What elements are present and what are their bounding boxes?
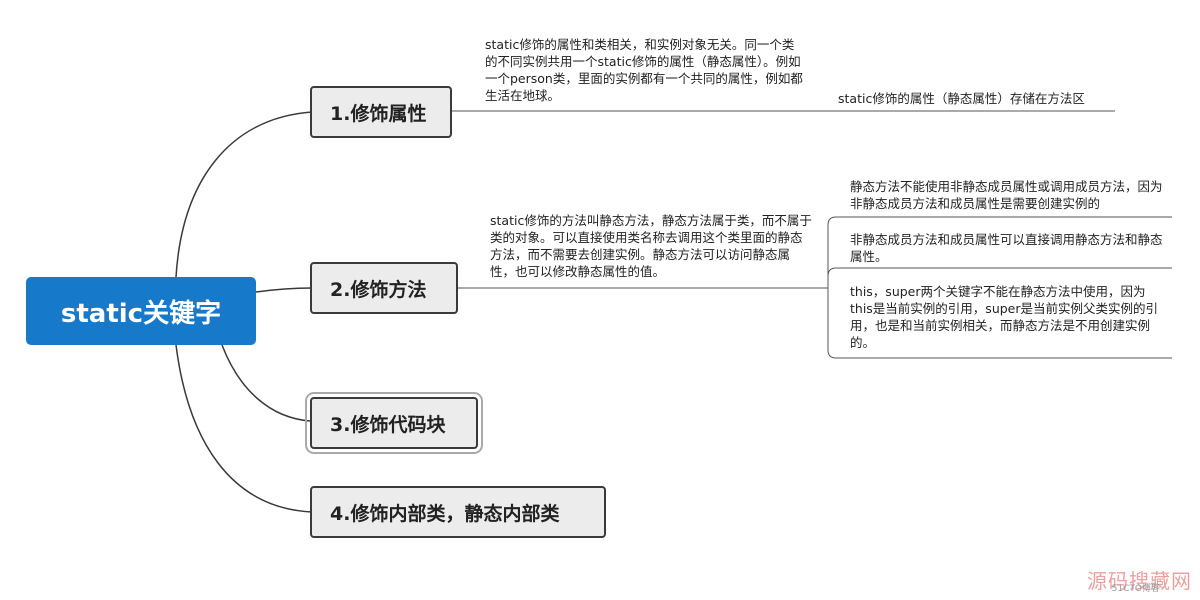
topic-label: 4.修饰内部类，静态内部类: [330, 502, 560, 525]
connector-root-topic2: [255, 287, 313, 293]
root-node[interactable]: static关键字: [26, 277, 256, 345]
topic-modify-attribute[interactable]: 1.修饰属性: [310, 86, 452, 138]
topic-modify-method[interactable]: 2.修饰方法: [310, 262, 458, 314]
topic-modify-inner-class[interactable]: 4.修饰内部类，静态内部类: [310, 486, 606, 538]
connector-root-topic4: [175, 344, 313, 513]
topic-label: 1.修饰属性: [330, 102, 427, 125]
connector-root-topic3: [221, 344, 311, 422]
watermark-text: 源码搜藏网: [1087, 569, 1192, 593]
topic-modify-code-block[interactable]: 3.修饰代码块: [305, 392, 483, 454]
connector-root-topic1: [175, 111, 313, 278]
watermark-subtext: 51CTO博客: [1111, 584, 1160, 594]
note-attribute-storage[interactable]: static修饰的属性（静态属性）存储在方法区: [838, 91, 1085, 106]
note-method-rule-3[interactable]: this，super两个关键字不能在静态方法中使用，因为this是当前实例的引用…: [850, 284, 1159, 350]
note-attribute-description[interactable]: static修饰的属性和类相关，和实例对象无关。同一个类的不同实例共用一个sta…: [485, 37, 803, 103]
note-method-rule-2[interactable]: 非静态成员方法和成员属性可以直接调用静态方法和静态属性。: [850, 232, 1163, 264]
topic-label: 3.修饰代码块: [330, 413, 446, 436]
topic-label: 2.修饰方法: [330, 278, 427, 301]
root-label: static关键字: [60, 298, 222, 329]
connector-bracket: [827, 216, 1172, 359]
note-method-description[interactable]: static修饰的方法叫静态方法，静态方法属于类，而不属于类的对象。可以直接使用…: [490, 213, 812, 279]
note-method-rule-1[interactable]: 静态方法不能使用非静态成员属性或调用成员方法，因为非静态成员方法和成员属性是需要…: [850, 179, 1163, 211]
